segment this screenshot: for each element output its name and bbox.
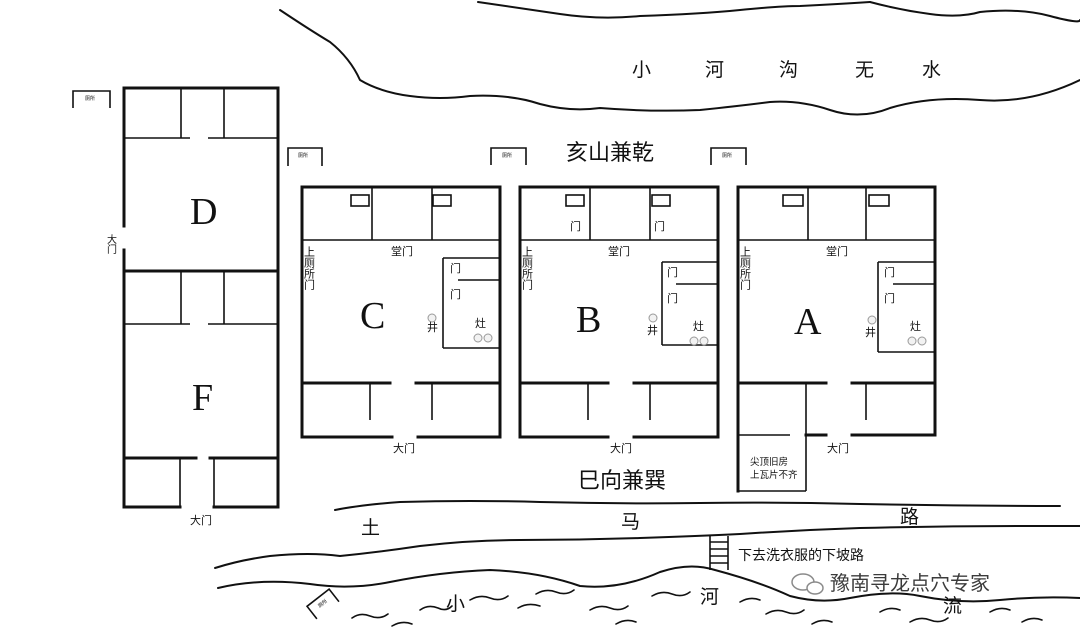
house-a-label: A: [794, 301, 822, 343]
bottom-river-label-3: 流: [943, 595, 962, 617]
house-c-label: C: [360, 295, 385, 337]
old-house-note-line-2: 上瓦片不齐: [750, 469, 798, 481]
top-river-bank-right: [869, 1, 1080, 23]
dirt-road: 土 马 路: [214, 500, 1080, 569]
top-river-label-5: 水: [922, 59, 941, 81]
house-a-gate-label: 大门: [827, 441, 849, 455]
top-river-bank-lower: [279, 9, 1080, 116]
house-c-gate-label: 大门: [393, 441, 415, 455]
toilet-label: 厕所: [317, 598, 329, 610]
house-a-door-1: 门: [884, 265, 895, 279]
house-c-hall-door: 堂门: [391, 244, 413, 258]
top-river-label-4: 无: [855, 59, 874, 81]
house-b-rear-door-2: 门: [654, 219, 665, 233]
toilet-label: 厕所: [298, 152, 308, 159]
bottom-river-label-1: 小: [446, 593, 465, 615]
road-edge-lower: [214, 525, 1080, 569]
watermark-text: 豫南寻龙点穴专家: [830, 571, 990, 595]
bottom-river-label-2: 河: [700, 586, 719, 608]
watermark: 豫南寻龙点穴专家: [791, 571, 990, 595]
toilet-symbol-bottom: 厕所: [305, 587, 340, 620]
slope-steps: 下去洗衣服的下坡路: [709, 536, 864, 570]
top-river-label-3: 沟: [779, 59, 798, 81]
top-river-label-2: 河: [705, 59, 724, 81]
orientation-front-label: 巳向兼巽: [578, 469, 666, 494]
house-c-door-1: 门: [450, 261, 461, 275]
top-river: 小 河 沟 无 水: [279, 1, 1080, 116]
toilet-symbol-b: 厕所: [490, 147, 527, 165]
house-c-well-label: 井: [427, 320, 438, 334]
bottom-river-bank: [217, 565, 1080, 603]
house-c: C 堂门 上厕所门 门 门 井 灶 大门: [300, 185, 502, 455]
house-b-rear-door-1: 门: [570, 219, 581, 233]
slope-path-label: 下去洗衣服的下坡路: [738, 548, 864, 564]
house-b-label: B: [576, 299, 601, 341]
house-a-stove-label: 灶: [910, 320, 921, 333]
house-c-door-2: 门: [450, 287, 461, 301]
house-b-toilet-door: 上厕所门: [521, 246, 534, 291]
house-a-hall-door: 堂门: [826, 244, 848, 258]
house-b-door-2: 门: [667, 291, 678, 305]
road-edge-upper: [334, 500, 1061, 511]
house-f-gate-label: 大门: [190, 513, 212, 527]
toilet-symbol-c: 厕所: [287, 147, 323, 166]
house-b: B 堂门 上厕所门 门 门 门 门 井 灶 大门: [518, 185, 720, 455]
top-river-bank-upper: [477, 1, 871, 19]
toilet-label: 厕所: [502, 152, 512, 159]
house-a-well-label: 井: [865, 325, 876, 339]
top-river-label-1: 小: [632, 59, 651, 81]
toilet-symbol-d: 厕所: [72, 90, 111, 108]
house-a-door-2: 门: [884, 291, 895, 305]
toilet-label: 厕所: [85, 95, 95, 102]
house-d-label: D: [190, 191, 217, 233]
house-b-hall-door: 堂门: [608, 244, 630, 258]
house-f-label: F: [192, 377, 213, 419]
house-a: A 堂门 上厕所门 门 门 井 灶 大门 尖顶旧房 上瓦片不齐: [736, 185, 937, 493]
orientation-back-label: 亥山兼乾: [566, 141, 654, 166]
house-c-toilet-door: 上厕所门: [303, 246, 316, 291]
toilet-symbol-a: 厕所: [710, 147, 747, 165]
house-b-stove-label: 灶: [693, 320, 704, 333]
house-d-side-gate-label-1: 大门: [105, 233, 117, 255]
house-b-gate-label: 大门: [610, 441, 632, 455]
house-df-block: D F 大门 大门: [105, 86, 280, 527]
toilet-label: 厕所: [722, 152, 732, 159]
road-label-2: 马: [621, 511, 640, 533]
road-label-3: 路: [900, 506, 919, 528]
house-c-stove-label: 灶: [475, 317, 486, 330]
house-b-door-1: 门: [667, 265, 678, 279]
old-house-note-line-1: 尖顶旧房: [750, 456, 788, 468]
bottom-river: 小 河 流: [217, 565, 1080, 627]
house-b-well-label: 井: [647, 323, 658, 337]
house-a-toilet-door: 上厕所门: [739, 246, 752, 291]
road-label-1: 土: [361, 517, 380, 539]
